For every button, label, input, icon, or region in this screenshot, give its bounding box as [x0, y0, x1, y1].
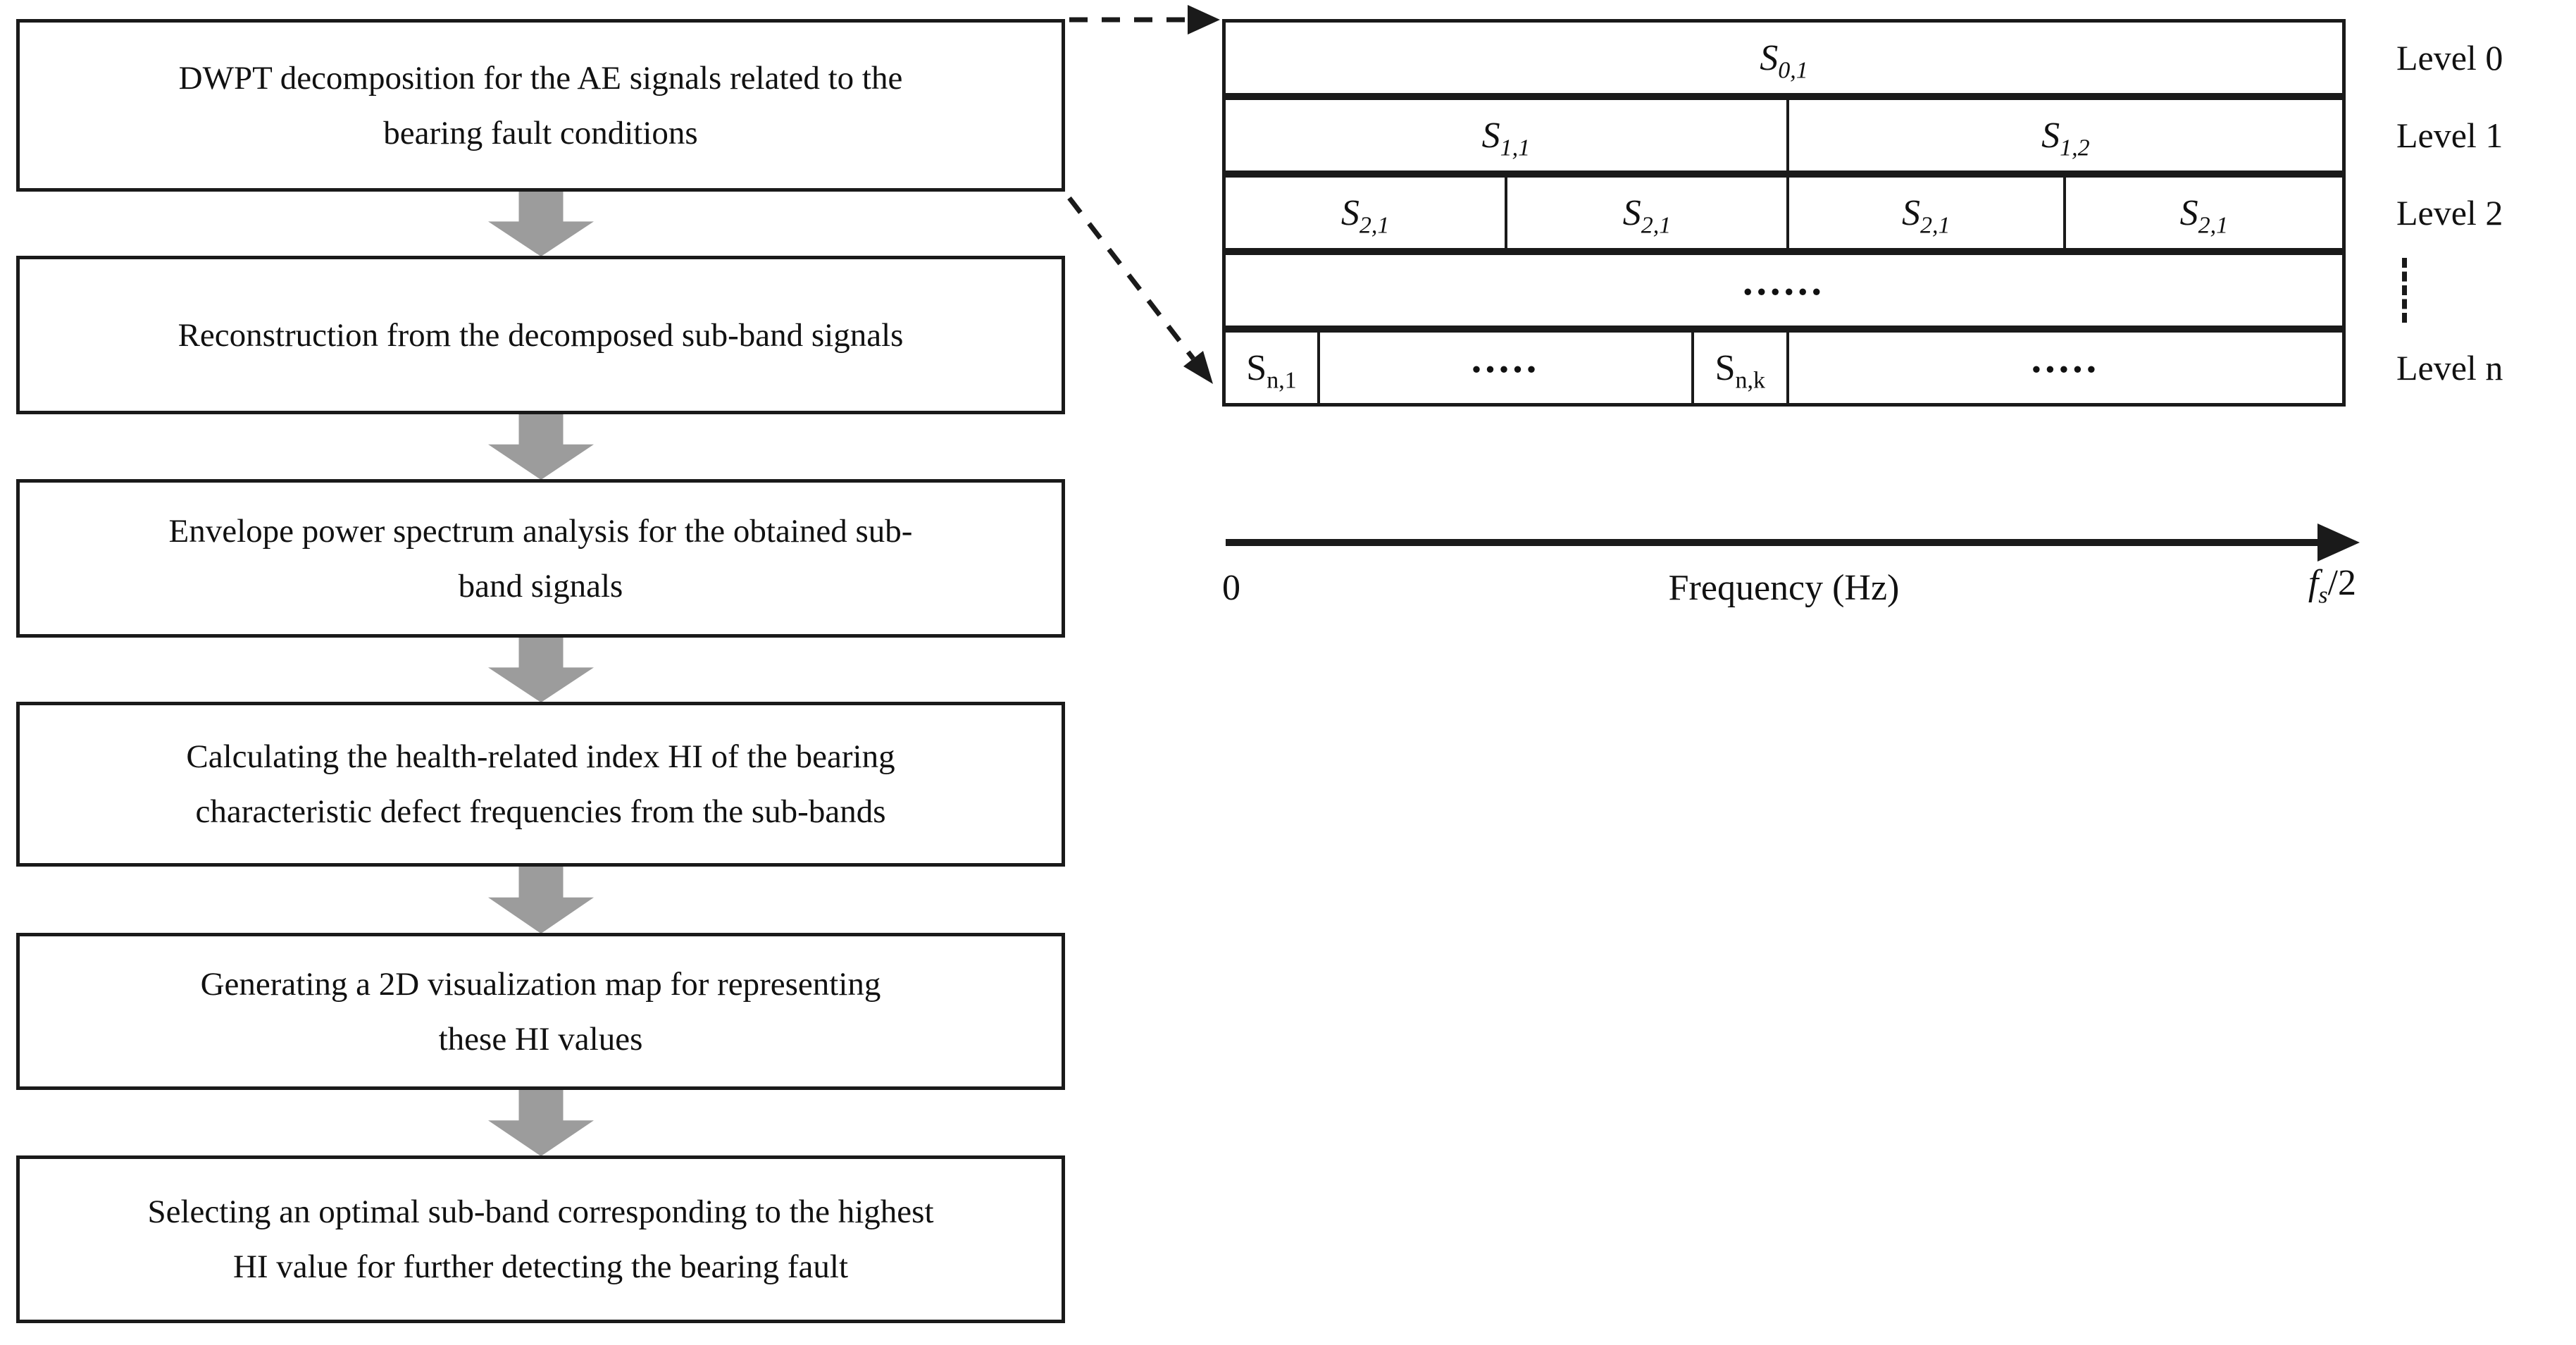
- down-block-arrow-1: [488, 192, 594, 256]
- flow-step-3-line-1: Envelope power spectrum analysis for the…: [168, 512, 913, 550]
- level-labels-column: Level 0 Level 1 Level 2 Level n: [2396, 19, 2503, 407]
- dashed-connector-top-arrowhead-icon: [1188, 5, 1220, 35]
- flow-step-4-line-2: characteristic defect frequencies from t…: [195, 793, 886, 830]
- flow-step-3-envelope-spectrum: Envelope power spectrum analysis for the…: [16, 479, 1065, 638]
- label-vertical-ellipsis: [2396, 252, 2503, 329]
- subband-cell-s21-b: S2,1: [1505, 178, 1786, 248]
- flow-step-2-line-1: Reconstruction from the decomposed sub-b…: [178, 316, 904, 354]
- subband-cell-sn1: Sn,1: [1226, 333, 1317, 403]
- subband-subscript: 2,1: [1359, 211, 1390, 238]
- flow-step-3-line-2: band signals: [458, 567, 623, 605]
- flow-step-6-line-2: HI value for further detecting the beari…: [232, 1248, 849, 1285]
- down-block-arrow-3: [488, 638, 594, 702]
- axis-title: Frequency (Hz): [1668, 568, 1900, 608]
- subband-cell-s21-a: S2,1: [1226, 178, 1505, 248]
- subband-cell-s21-d: S2,1: [2062, 178, 2342, 248]
- flow-step-5-line-1: Generating a 2D visualization map for re…: [200, 965, 881, 1003]
- frequency-axis-arrowhead-icon: [2317, 523, 2360, 562]
- down-block-arrow-5: [488, 1090, 594, 1156]
- flow-step-6-line-1: Selecting an optimal sub-band correspond…: [147, 1194, 934, 1230]
- subband-cell-ellipsis: ......: [1226, 255, 2342, 326]
- tree-row-ellipsis: ......: [1222, 252, 2346, 329]
- subband-cell-dots-1: .....: [1317, 333, 1691, 403]
- down-block-arrow-4: [488, 867, 594, 934]
- axis-end-label: fs/2: [2251, 562, 2356, 607]
- flow-step-1-line-1: DWPT decomposition for the AE signals re…: [178, 59, 903, 97]
- subband-subscript: 2,1: [1641, 211, 1672, 238]
- subband-symbol: S: [2179, 192, 2198, 233]
- tree-row-level-1: S1,1 S1,2: [1222, 97, 2346, 174]
- ellipsis-dots: .....: [2031, 335, 2101, 381]
- tree-row-level-2: S2,1 S2,1 S2,1 S2,1: [1222, 174, 2346, 252]
- tree-row-level-n: Sn,1 ..... Sn,k .....: [1222, 329, 2346, 407]
- subband-symbol: S: [1715, 347, 1736, 388]
- subband-cell-s12: S1,2: [1786, 100, 2342, 171]
- subband-symbol: S: [1622, 192, 1641, 233]
- fs-subscript: s: [2318, 582, 2328, 609]
- ellipsis-dots: .....: [1471, 335, 1541, 381]
- label-level-n: Level n: [2396, 348, 2503, 388]
- subband-symbol: S: [1760, 37, 1779, 78]
- flow-step-2-reconstruction: Reconstruction from the decomposed sub-b…: [16, 256, 1065, 414]
- subband-cell-dots-2: .....: [1786, 333, 2342, 403]
- vertical-ellipsis-icon: [2402, 258, 2407, 323]
- subband-symbol: S: [1481, 115, 1500, 156]
- subband-cell-s21-c: S2,1: [1786, 178, 2063, 248]
- subband-subscript: 1,2: [2060, 134, 2090, 161]
- label-level-0: Level 0: [2396, 38, 2503, 78]
- flow-step-1-dwpt-decomposition: DWPT decomposition for the AE signals re…: [16, 19, 1065, 192]
- axis-origin-label: 0: [1222, 568, 1240, 608]
- subband-subscript: 2,1: [1919, 211, 1950, 238]
- subband-cell-s11: S1,1: [1226, 100, 1786, 171]
- subband-subscript: n,1: [1267, 366, 1297, 393]
- subband-subscript: 2,1: [2198, 211, 2229, 238]
- subband-subscript: n,k: [1735, 366, 1766, 393]
- flow-step-5-2d-visualization: Generating a 2D visualization map for re…: [16, 933, 1065, 1090]
- subband-cell-s01: S0,1: [1226, 23, 2342, 93]
- dashed-connector-diagonal: [1067, 196, 1195, 361]
- subband-frequency-table: S0,1 S1,1 S1,2 S2,1 S2,1 S2,1 S2,1: [1222, 19, 2346, 407]
- subband-symbol: S: [1901, 192, 1920, 233]
- fs-symbol: f: [2308, 563, 2319, 603]
- fs-suffix: /2: [2327, 563, 2356, 603]
- tree-row-level-0: S0,1: [1222, 19, 2346, 97]
- dashed-connector-diagonal-arrowhead-icon: [1183, 351, 1213, 384]
- subband-cell-snk: Sn,k: [1691, 333, 1786, 403]
- subband-symbol: S: [2041, 115, 2060, 156]
- flow-step-1-line-2: bearing fault conditions: [383, 114, 698, 151]
- down-block-arrow-2: [488, 414, 594, 480]
- subband-subscript: 0,1: [1778, 56, 1808, 83]
- flow-step-4-health-index: Calculating the health-related index HI …: [16, 702, 1065, 867]
- flow-step-4-line-1: Calculating the health-related index HI …: [186, 738, 895, 775]
- subband-symbol: S: [1246, 347, 1267, 388]
- ellipsis-dots: ......: [1743, 257, 1825, 304]
- flow-step-5-line-2: these HI values: [438, 1020, 643, 1058]
- flow-step-6-optimal-subband: Selecting an optimal sub-band correspond…: [16, 1155, 1065, 1323]
- label-level-2: Level 2: [2396, 193, 2503, 233]
- subband-subscript: 1,1: [1500, 134, 1531, 161]
- subband-symbol: S: [1340, 192, 1359, 233]
- label-level-1: Level 1: [2396, 116, 2503, 155]
